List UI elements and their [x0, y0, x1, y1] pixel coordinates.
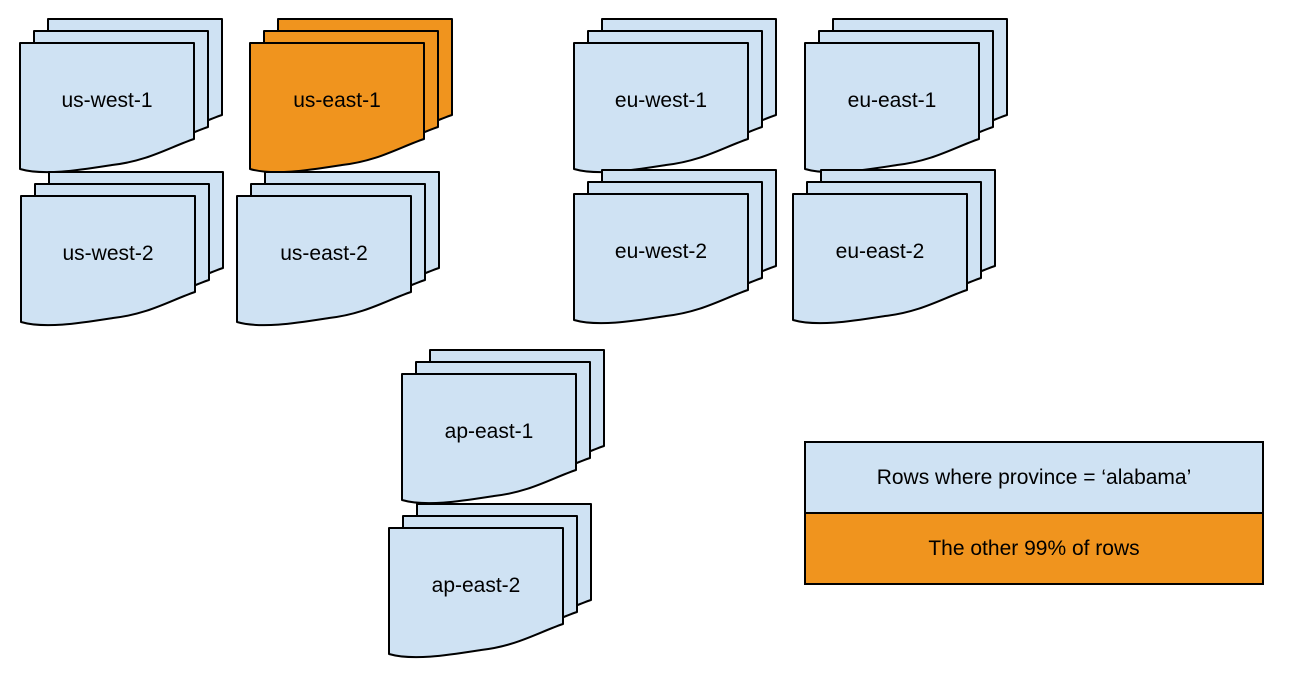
- stack-eu-east-1: eu-east-1: [804, 18, 1010, 178]
- legend-item-other-rows: The other 99% of rows: [806, 512, 1262, 583]
- multi-document-icon: [388, 503, 592, 659]
- multi-document-icon: [573, 169, 777, 325]
- stack-us-east-1: us-east-1: [249, 18, 455, 178]
- stack-eu-east-2: eu-east-2: [792, 169, 998, 329]
- stack-label: eu-west-1: [614, 89, 708, 112]
- multi-document-icon: [573, 18, 777, 174]
- stack-label: us-east-2: [280, 242, 368, 265]
- multi-document-icon: [20, 171, 224, 327]
- legend: Rows where province = ‘alabama’ The othe…: [804, 441, 1264, 585]
- legend-item-label: The other 99% of rows: [928, 536, 1140, 560]
- stack-us-east-2: us-east-2: [236, 171, 442, 331]
- stack-label: us-east-1: [293, 89, 381, 112]
- stack-us-west-2: us-west-2: [20, 171, 226, 331]
- stack-eu-west-1: eu-west-1: [573, 18, 779, 178]
- multi-document-icon: [401, 349, 605, 505]
- multi-document-icon: [236, 171, 440, 327]
- stack-label: ap-east-1: [444, 420, 534, 443]
- stack-label: eu-east-2: [835, 240, 925, 263]
- multi-document-icon: [249, 18, 453, 174]
- stack-label: eu-east-1: [847, 89, 937, 112]
- stack-ap-east-1: ap-east-1: [401, 349, 607, 509]
- legend-item-label: Rows where province = ‘alabama’: [876, 465, 1192, 489]
- stack-label: us-west-2: [62, 242, 154, 265]
- stack-us-west-1: us-west-1: [19, 18, 225, 178]
- multi-document-icon: [792, 169, 996, 325]
- stack-label: us-west-1: [61, 89, 153, 112]
- stack-eu-west-2: eu-west-2: [573, 169, 779, 329]
- stack-label: ap-east-2: [431, 574, 521, 597]
- multi-document-icon: [804, 18, 1008, 174]
- stack-ap-east-2: ap-east-2: [388, 503, 594, 663]
- multi-document-icon: [19, 18, 223, 174]
- legend-item-province-rows: Rows where province = ‘alabama’: [806, 443, 1262, 512]
- stack-label: eu-west-2: [614, 240, 708, 263]
